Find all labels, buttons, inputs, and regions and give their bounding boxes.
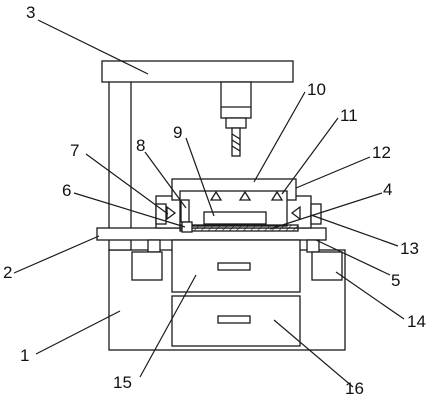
spindle-motor (220, 81, 252, 119)
nozzle-3 (270, 190, 284, 201)
label-8: 8 (136, 136, 146, 155)
right-side-nozzle (290, 205, 301, 221)
label-4: 4 (383, 180, 393, 199)
leader-11 (281, 117, 339, 195)
clamp-plate (179, 224, 299, 232)
leader-5 (315, 239, 391, 276)
label-2: 2 (3, 263, 13, 282)
label-1: 1 (20, 346, 30, 365)
leader-4 (269, 192, 383, 230)
leader-8 (144, 151, 187, 209)
label-10: 10 (307, 80, 326, 99)
leader-10 (253, 91, 306, 183)
slider-block (181, 221, 193, 233)
workpiece (203, 211, 267, 225)
left-support (147, 239, 161, 253)
right-support (306, 239, 320, 253)
top-arm (101, 60, 294, 83)
leader-1 (35, 310, 121, 355)
label-12: 12 (372, 143, 391, 162)
label-15: 15 (113, 373, 132, 392)
leader-6 (73, 192, 186, 228)
upper-drawer-handle (217, 262, 251, 271)
leader-14 (335, 271, 405, 320)
column (108, 79, 132, 251)
label-16: 16 (345, 379, 364, 398)
label-7: 7 (70, 141, 80, 160)
leader-16 (273, 319, 354, 388)
label-6: 6 (62, 181, 72, 200)
label-13: 13 (400, 239, 419, 258)
leader-9 (185, 137, 215, 217)
label-5: 5 (391, 271, 401, 290)
leader-2 (13, 235, 100, 274)
leader-3 (37, 19, 149, 75)
left-motor (131, 251, 163, 281)
lower-drawer-handle (217, 315, 251, 324)
leader-7 (85, 153, 169, 215)
leader-13 (310, 214, 399, 247)
label-14: 14 (407, 312, 426, 331)
label-9: 9 (173, 123, 183, 142)
label-11: 11 (340, 106, 358, 125)
nozzle-1 (209, 190, 223, 201)
nozzle-2 (238, 190, 252, 201)
spindle-chuck (225, 117, 247, 129)
leader-12 (295, 156, 371, 189)
left-outer-block (155, 203, 167, 225)
leader-15 (139, 274, 197, 378)
label-3: 3 (26, 3, 36, 22)
right-motor (311, 251, 343, 281)
